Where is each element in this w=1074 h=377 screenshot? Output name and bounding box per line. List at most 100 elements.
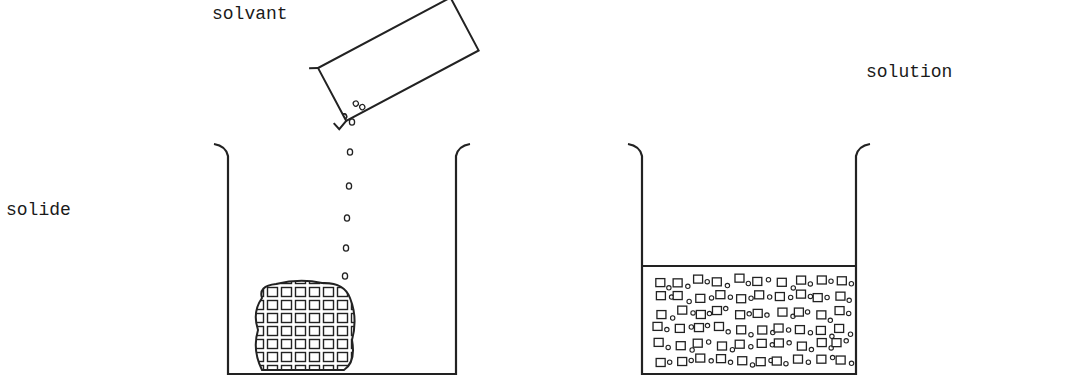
solvent-drop	[342, 273, 347, 279]
solute-particle	[736, 311, 745, 319]
solute-particle	[794, 308, 803, 316]
solvent-particle	[847, 298, 851, 302]
solvent-particle	[786, 328, 790, 332]
solute-particle	[835, 324, 844, 332]
solute-particle	[837, 277, 846, 285]
label-anchor: solide	[6, 200, 71, 220]
solvent-particle	[665, 327, 669, 331]
solvent-particle	[808, 330, 812, 334]
solvent-particle	[805, 310, 809, 314]
solvent-particle	[825, 295, 829, 299]
solvent-particle	[830, 355, 834, 359]
solvent-particle	[691, 311, 695, 315]
solvent-drop	[349, 119, 354, 125]
solvent-particle	[724, 306, 728, 310]
solvent-particle	[747, 312, 751, 316]
solute-particle	[794, 355, 803, 363]
solute-particle	[693, 339, 702, 347]
solvent-particle	[808, 294, 812, 298]
solute-particle	[738, 357, 747, 365]
solute-particle	[656, 292, 665, 300]
solute-particle	[777, 278, 786, 286]
part-label: solide	[6, 200, 71, 220]
solvent-particle	[728, 360, 732, 364]
solute-particle	[696, 294, 705, 302]
solvent-drop	[346, 183, 351, 189]
solute-particle	[696, 354, 705, 362]
solute-particle	[657, 311, 666, 319]
solvent-particle	[844, 339, 848, 343]
solvent-particle	[808, 282, 812, 286]
solvent-particle	[749, 332, 753, 336]
solute-particle	[712, 278, 721, 286]
solute-particle	[757, 339, 766, 347]
solvent-particle	[830, 334, 834, 338]
solvent-particle	[689, 325, 693, 329]
solvent-drop	[347, 149, 352, 155]
solute-particle	[694, 275, 703, 283]
solute-particle	[774, 339, 783, 347]
solute-particle	[656, 279, 665, 287]
solute-particle	[774, 324, 783, 332]
solute-particle	[753, 309, 762, 317]
label-anchor: solution	[866, 62, 952, 82]
solute-particle	[714, 322, 723, 330]
solvent-particle	[767, 295, 771, 299]
solute-particle	[694, 324, 703, 332]
solvent-bottle	[306, 0, 481, 130]
solute-particle	[836, 356, 845, 364]
solute-particle	[835, 307, 844, 315]
solvent-particle	[706, 340, 710, 344]
solute-particle	[817, 355, 826, 363]
solute-particle	[717, 342, 726, 350]
solute-particle	[813, 294, 822, 302]
solute-particle	[817, 339, 826, 347]
solvent-particle	[725, 283, 729, 287]
solute-particle	[676, 342, 685, 350]
solvent-particle	[666, 345, 670, 349]
solvent-drop	[352, 100, 359, 107]
solute-particle	[795, 326, 804, 334]
solvent-particle	[690, 348, 694, 352]
solute-particle	[832, 339, 841, 347]
solute-particle	[737, 295, 746, 303]
solute-particle	[772, 357, 781, 365]
solvent-drop	[344, 215, 349, 221]
solvent-particle	[750, 363, 754, 367]
solvent-particle	[667, 286, 671, 290]
beaker	[214, 144, 470, 374]
solute-particle	[797, 276, 806, 284]
solvent-particle	[728, 295, 732, 299]
solvent-particle	[849, 282, 853, 286]
solvent-particle	[787, 341, 791, 345]
solvent-drop	[359, 104, 366, 111]
solute-particle	[675, 324, 684, 332]
solvent-particle	[848, 332, 852, 336]
solvent-particle	[709, 296, 713, 300]
part-label: solvant	[212, 4, 288, 24]
solute-particle	[755, 291, 764, 299]
solvent-particle	[730, 347, 734, 351]
solute-particle	[797, 342, 806, 350]
solute-particle	[737, 326, 746, 334]
part-label: solution	[866, 62, 952, 82]
dissolved-particles	[653, 274, 854, 367]
solute-particle	[656, 358, 665, 366]
solvent-particle	[828, 318, 832, 322]
solvent-particle	[707, 311, 711, 315]
solute-particle	[756, 358, 765, 366]
solute-particle	[735, 274, 744, 282]
solute-particle	[817, 276, 826, 284]
solute-particle	[712, 307, 721, 315]
solute-particle	[678, 357, 687, 365]
solvent-particle	[746, 281, 750, 285]
solute-particle	[696, 310, 705, 318]
solute-particle	[797, 290, 806, 298]
solvent-drop	[343, 245, 348, 251]
solvent-particle	[849, 361, 853, 365]
liquid-surface	[643, 265, 855, 267]
solvent-particle	[687, 299, 691, 303]
solid-lump	[256, 281, 355, 370]
solute-particle	[654, 338, 663, 346]
solvent-particle	[765, 313, 769, 317]
